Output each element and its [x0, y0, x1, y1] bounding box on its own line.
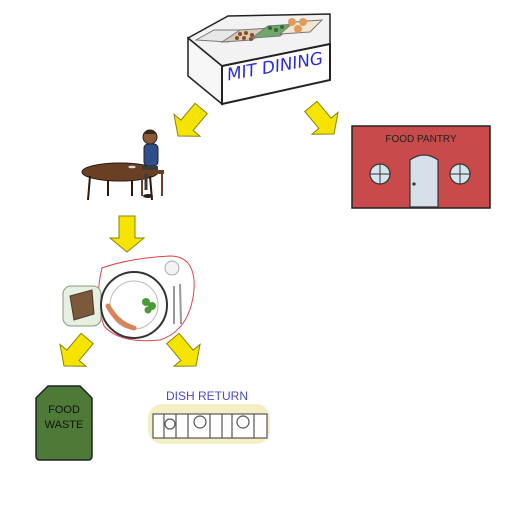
window-icon	[449, 163, 471, 185]
arrow-icon	[109, 215, 145, 253]
dish-return-label: DISH RETURN	[166, 389, 248, 403]
food-pantry: FOOD PANTRY	[351, 125, 491, 209]
arrow-icon	[164, 96, 215, 148]
dish-return: DISH RETURN	[148, 389, 270, 444]
food-trays-icon	[194, 18, 324, 43]
dining-table	[81, 162, 159, 201]
arrow-icon	[297, 94, 348, 146]
window-icon	[369, 163, 391, 185]
waste-label-line2: WASTE	[45, 419, 84, 431]
food-waste-bin: FOOD WASTE	[35, 385, 93, 461]
plate-icon	[62, 255, 195, 342]
dining-counter: MIT DINING	[186, 13, 331, 106]
pantry-label: FOOD PANTRY	[385, 134, 457, 145]
door-icon	[409, 154, 439, 208]
arrow-icon	[50, 326, 101, 378]
person-icon	[140, 129, 164, 198]
waste-label-line1: FOOD	[48, 404, 80, 416]
